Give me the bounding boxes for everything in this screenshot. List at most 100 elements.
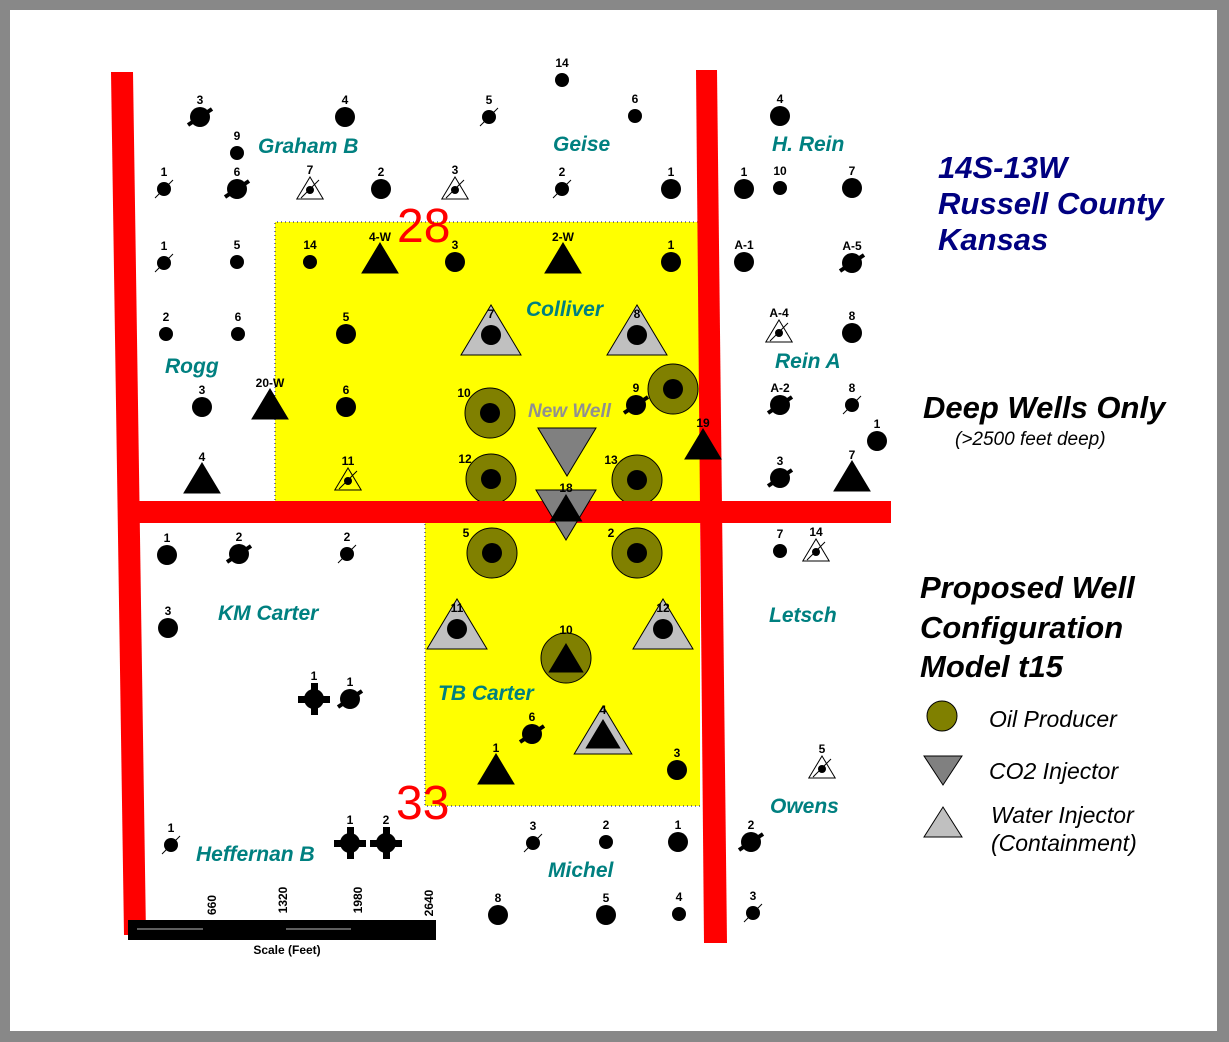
well-oil[interactable]: 4 xyxy=(672,890,686,921)
well-injector[interactable]: 19 xyxy=(684,416,722,460)
well-plugged[interactable]: 3 xyxy=(743,889,763,923)
well-label: 3 xyxy=(452,238,459,252)
well-abandoned-injector[interactable]: 3 xyxy=(440,163,470,200)
well-cross[interactable]: 2 xyxy=(370,813,402,859)
well-water-dot[interactable]: 12 xyxy=(632,598,694,650)
well-label: 6 xyxy=(343,383,350,397)
well-oil[interactable]: 2 xyxy=(159,310,173,341)
well-oil-large[interactable]: 8 xyxy=(842,309,862,343)
well-oil[interactable]: 10 xyxy=(773,164,787,195)
well-plugged[interactable]: 1 xyxy=(154,165,174,199)
well-cross[interactable]: 1 xyxy=(334,813,366,859)
well-dry[interactable]: 2 xyxy=(737,818,765,852)
well-plugged[interactable]: 2 xyxy=(337,530,357,564)
well-plugged[interactable]: 5 xyxy=(479,93,499,127)
well-dry[interactable]: 2 xyxy=(225,530,253,564)
well-label: 8 xyxy=(495,891,502,905)
well-oil[interactable]: 2 xyxy=(599,818,613,849)
well-injector[interactable]: 4-W xyxy=(361,230,399,274)
well-dry[interactable]: A-5 xyxy=(838,239,866,273)
well-label: 9 xyxy=(234,129,241,143)
well-oil-large[interactable]: 1 xyxy=(157,531,177,565)
well-water-dot[interactable]: 7 xyxy=(460,304,522,356)
well-oil-large[interactable]: 3 xyxy=(667,746,687,780)
well-producer[interactable]: 13 xyxy=(604,453,663,506)
well-oil-large[interactable]: 5 xyxy=(336,310,356,344)
well-oil-large[interactable]: 1 xyxy=(661,165,681,199)
well-abandoned-injector[interactable]: A-4 xyxy=(764,306,794,343)
well-label: 2 xyxy=(748,818,755,832)
well-abandoned-injector[interactable]: 5 xyxy=(807,742,837,779)
well-oil[interactable]: 9 xyxy=(230,129,244,160)
well-water-dot[interactable]: 8 xyxy=(606,304,668,356)
well-oil[interactable]: 5 xyxy=(230,238,244,269)
well-label: 14 xyxy=(555,56,569,70)
well-oil-large[interactable]: 4 xyxy=(335,93,355,127)
well-oil-large[interactable]: 6 xyxy=(336,383,356,417)
well-abandoned-injector[interactable]: 14 xyxy=(801,525,831,562)
well-oil-large[interactable]: 1 xyxy=(734,165,754,199)
well-dry[interactable]: 1 xyxy=(336,675,364,709)
well-dry[interactable]: 9 xyxy=(622,381,650,415)
well-plugged[interactable]: 1 xyxy=(154,239,174,273)
well-oil-large[interactable]: 1 xyxy=(661,238,681,272)
well-label: 4 xyxy=(777,92,784,106)
lease-label: Graham B xyxy=(258,135,358,158)
well-dry[interactable]: 6 xyxy=(223,165,251,199)
well-injector[interactable]: 20-W xyxy=(251,376,289,420)
well-oil-large[interactable]: 4 xyxy=(770,92,790,126)
proposed-line3: Model t15 xyxy=(920,649,1064,684)
well-dry[interactable]: 6 xyxy=(518,710,546,744)
well-co2-injector[interactable]: 18 xyxy=(535,481,597,541)
well-plugged[interactable]: 2 xyxy=(552,165,572,199)
well-plugged[interactable]: 1 xyxy=(161,821,181,855)
well-oil-large[interactable]: 3 xyxy=(192,383,212,417)
well-label: 14 xyxy=(303,238,317,252)
title-block: 14S-13W Russell County Kansas Deep Wells… xyxy=(920,150,1167,684)
well-producer[interactable]: 5 xyxy=(463,526,518,579)
well-label: 12 xyxy=(458,452,472,466)
well-producer[interactable] xyxy=(647,363,699,415)
legend-label: Oil Producer xyxy=(989,706,1118,732)
well-oil-large[interactable]: 7 xyxy=(842,164,862,198)
well-label: 3 xyxy=(197,93,204,107)
well-producer[interactable]: 12 xyxy=(458,452,517,505)
well-label: 2 xyxy=(236,530,243,544)
well-oil-large[interactable]: 3 xyxy=(445,238,465,272)
well-co2[interactable] xyxy=(537,427,597,477)
well-water-injector[interactable]: 4 xyxy=(573,703,633,755)
well-dry[interactable]: 3 xyxy=(186,93,214,127)
well-plugged[interactable]: 3 xyxy=(523,819,543,853)
well-oil[interactable]: 7 xyxy=(773,527,787,558)
well-plugged[interactable]: 8 xyxy=(842,381,862,415)
well-oil[interactable]: 6 xyxy=(628,92,642,123)
well-cross[interactable]: 1 xyxy=(298,669,330,715)
well-dry[interactable]: 3 xyxy=(766,454,794,488)
well-injector[interactable]: 2-W xyxy=(544,230,582,274)
well-oil-large[interactable]: 3 xyxy=(158,604,178,638)
well-oil-large[interactable]: 1 xyxy=(668,818,688,852)
well-oil[interactable]: 14 xyxy=(303,238,317,269)
well-oil-large[interactable]: 1 xyxy=(867,417,887,451)
well-producer[interactable]: 2 xyxy=(608,526,663,579)
well-oil-large[interactable]: 2 xyxy=(371,165,391,199)
lease-label: Colliver xyxy=(526,298,605,321)
well-oil[interactable]: 14 xyxy=(555,56,569,87)
well-producer-injector[interactable]: 10 xyxy=(540,623,592,684)
well-oil-large[interactable]: 5 xyxy=(596,891,616,925)
scale-tick: 1320 xyxy=(276,886,290,913)
well-oil-large[interactable]: A-1 xyxy=(734,238,754,272)
well-label: 1 xyxy=(347,813,354,827)
well-injector[interactable]: 7 xyxy=(833,448,871,492)
well-dry[interactable]: A-2 xyxy=(766,381,794,415)
well-abandoned-injector[interactable]: 11 xyxy=(333,454,363,491)
well-abandoned-injector[interactable]: 7 xyxy=(295,163,325,200)
well-oil[interactable]: 6 xyxy=(231,310,245,341)
well-injector[interactable]: 4 xyxy=(183,450,221,494)
well-label: 2 xyxy=(344,530,351,544)
well-producer[interactable]: 10 xyxy=(457,386,516,439)
well-oil-large[interactable]: 8 xyxy=(488,891,508,925)
well-water-dot[interactable]: 11 xyxy=(426,598,488,650)
well-label: 4 xyxy=(342,93,349,107)
well-injector[interactable]: 1 xyxy=(477,741,515,785)
